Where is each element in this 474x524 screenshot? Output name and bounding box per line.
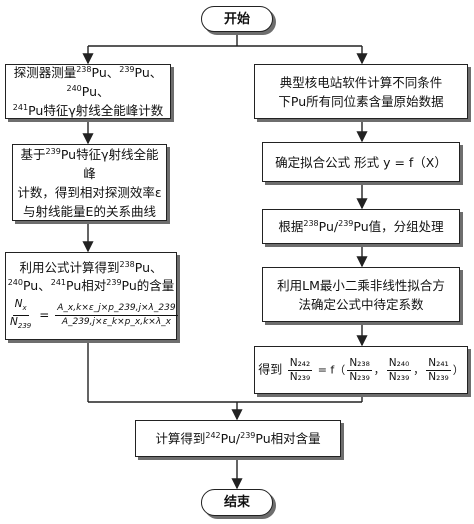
merge-box: 计算得到242Pu/239Pu相对含量 (135, 420, 341, 457)
left-step-2-box: 基于239Pu特征γ射线全能峰 计数，得到相对探测效率ε 与射线能量E的关系曲线 (12, 144, 167, 221)
right-step-4-text: 利用LM最小二乘非线性拟合方 法确定公式中待定系数 (277, 277, 445, 312)
right-step-4-box: 利用LM最小二乘非线性拟合方 法确定公式中待定系数 (262, 267, 460, 322)
start-label: 开始 (223, 11, 250, 27)
left-step-2-text: 基于239Pu特征γ射线全能峰 计数，得到相对探测效率ε 与射线能量E的关系曲线 (17, 146, 162, 219)
right-step-1-box: 典型核电站软件计算不同条件 下Pu所有同位素含量原始数据 (254, 64, 468, 119)
end-node: 结束 (201, 489, 273, 516)
merge-text: 计算得到242Pu/239Pu相对含量 (155, 430, 321, 446)
left-step-1-text: 探测器测量238Pu、239Pu、240Pu、 241Pu特征γ射线全能峰计数 (12, 64, 164, 118)
right-step-2-text: 确定拟合公式 形式 y = f（X） (275, 154, 447, 170)
left-step-3-text: 利用公式计算得到238Pu、 240Pu、241Pu相对239Pu的含量 Nx … (2, 259, 180, 333)
end-label: 结束 (223, 495, 250, 510)
left-step-1-box: 探测器测量238Pu、239Pu、240Pu、 241Pu特征γ射线全能峰计数 (5, 64, 171, 119)
left-step-3-box: 利用公式计算得到238Pu、 240Pu、241Pu相对239Pu的含量 Nx … (2, 252, 180, 340)
right-step-3-box: 根据238Pu/239Pu值，分组处理 (262, 209, 460, 244)
right-step-1-text: 典型核电站软件计算不同条件 下Pu所有同位素含量原始数据 (278, 74, 444, 109)
start-node: 开始 (201, 6, 273, 32)
right-step-3-text: 根据238Pu/239Pu值，分组处理 (278, 218, 444, 234)
right-step-2-box: 确定拟合公式 形式 y = f（X） (262, 142, 460, 182)
content-formula: Nx N239 = A_x,k×ε_j×p_239,j×λ_239 A_239,… (10, 297, 178, 331)
